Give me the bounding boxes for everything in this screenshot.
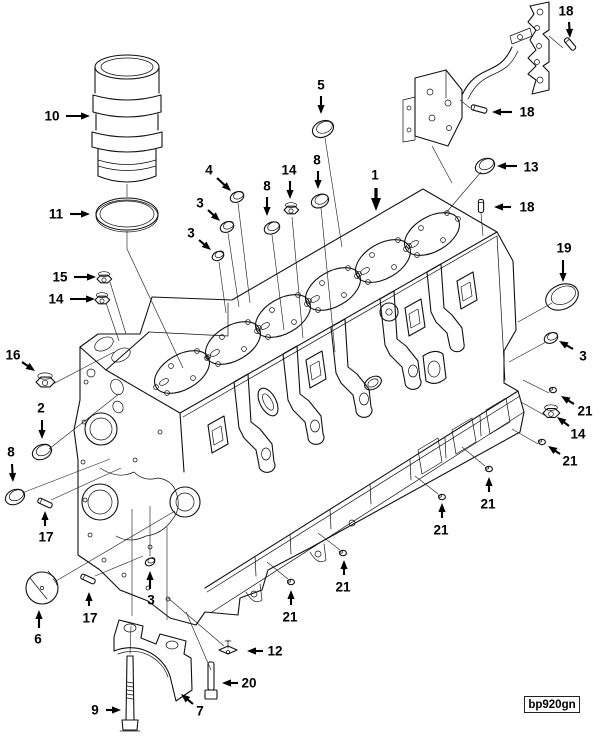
svg-text:9: 9: [91, 703, 99, 718]
svg-text:21: 21: [577, 404, 593, 419]
svg-text:14: 14: [281, 163, 297, 178]
svg-text:17: 17: [82, 611, 97, 626]
leader-lines: [21, 35, 564, 671]
svg-text:16: 16: [5, 348, 21, 363]
callout-10: 10: [44, 109, 90, 124]
svg-text:18: 18: [519, 105, 535, 120]
callout-14: 14: [281, 163, 297, 199]
callout-8: 8: [263, 179, 271, 216]
callout-6: 6: [34, 610, 43, 647]
svg-text:15: 15: [52, 270, 68, 285]
callout-14: 14: [48, 292, 95, 307]
svg-text:21: 21: [282, 610, 298, 625]
callout-16: 16: [5, 348, 35, 371]
engine-block-drawing: [73, 188, 525, 626]
figure-code-box: bp920gn: [524, 696, 580, 713]
callout-13: 13: [497, 160, 539, 175]
part-fitting: [218, 639, 238, 655]
svg-text:21: 21: [433, 523, 449, 538]
svg-text:18: 18: [519, 200, 535, 215]
callout-11: 11: [49, 207, 90, 222]
svg-text:3: 3: [187, 226, 195, 241]
callouts: 1818510114338148113181932114211514162817…: [5, 4, 593, 719]
callout-3: 3: [146, 571, 155, 608]
callout-21: 21: [433, 503, 449, 538]
callout-21: 21: [335, 560, 351, 595]
callout-3: 3: [559, 341, 587, 364]
callout-21: 21: [282, 590, 298, 625]
svg-text:14: 14: [48, 292, 64, 307]
pan-rail: [204, 390, 525, 613]
callout-9: 9: [91, 703, 121, 718]
part-main-bolt: [119, 655, 141, 732]
part-cylinder-liner: [91, 54, 163, 183]
svg-text:17: 17: [38, 530, 53, 545]
svg-text:6: 6: [34, 632, 42, 647]
svg-text:8: 8: [7, 445, 15, 460]
svg-text:3: 3: [147, 593, 155, 608]
callout-3: 3: [187, 226, 211, 250]
part-screws: [287, 386, 557, 586]
part-hex-plugs: [35, 202, 561, 418]
callout-18: 18: [494, 200, 535, 215]
svg-text:18: 18: [558, 4, 574, 19]
svg-text:21: 21: [562, 454, 578, 469]
svg-text:14: 14: [570, 427, 586, 442]
callout-1: 1: [371, 168, 381, 211]
callout-17: 17: [82, 592, 98, 626]
svg-text:20: 20: [241, 676, 256, 691]
part-bearing-cap: [113, 619, 193, 702]
svg-text:13: 13: [523, 160, 539, 175]
deck-bolt-holes: [153, 210, 461, 396]
svg-text:11: 11: [49, 207, 64, 222]
callout-4: 4: [205, 163, 231, 191]
callout-21: 21: [561, 396, 593, 419]
svg-text:1: 1: [371, 168, 379, 183]
part-dowel-pins: [37, 37, 577, 585]
svg-text:7: 7: [196, 704, 204, 719]
callout-8: 8: [313, 153, 322, 189]
timing-face: [80, 378, 201, 602]
svg-text:3: 3: [196, 196, 204, 211]
callout-18: 18: [492, 105, 535, 120]
callout-21: 21: [548, 446, 578, 469]
cylinder-bores: [154, 212, 460, 394]
part-socket-bolt: [204, 661, 218, 700]
callout-20: 20: [222, 676, 257, 691]
callout-3: 3: [196, 196, 220, 221]
part-liner-seal-ring: [95, 197, 159, 233]
svg-text:3: 3: [579, 349, 587, 364]
figure-code: bp920gn: [528, 698, 576, 711]
face-pads: [207, 271, 478, 454]
svg-text:19: 19: [556, 241, 571, 256]
callout-5: 5: [317, 78, 325, 114]
oil-nozzle-bracket-assembly: [402, 1, 550, 147]
svg-text:4: 4: [205, 163, 213, 178]
callout-17: 17: [38, 511, 54, 545]
callout-15: 15: [52, 270, 96, 285]
part-threaded-plug: [25, 570, 59, 605]
part-cup-plugs: [4, 119, 579, 567]
callout-7: 7: [181, 694, 204, 719]
callout-8: 8: [7, 445, 17, 482]
svg-text:5: 5: [317, 78, 325, 93]
svg-text:10: 10: [44, 109, 59, 124]
svg-text:12: 12: [267, 644, 282, 659]
svg-text:2: 2: [37, 401, 45, 416]
svg-text:8: 8: [313, 153, 321, 168]
callout-14: 14: [557, 417, 586, 442]
callout-21: 21: [480, 477, 496, 512]
bearing-webs: [233, 263, 465, 473]
callout-12: 12: [247, 644, 283, 659]
svg-text:21: 21: [335, 580, 351, 595]
callout-18: 18: [558, 4, 574, 38]
loose-parts: [4, 37, 579, 732]
svg-text:8: 8: [263, 179, 271, 194]
callout-2: 2: [37, 401, 46, 439]
svg-text:21: 21: [480, 497, 496, 512]
callout-19: 19: [556, 241, 572, 282]
